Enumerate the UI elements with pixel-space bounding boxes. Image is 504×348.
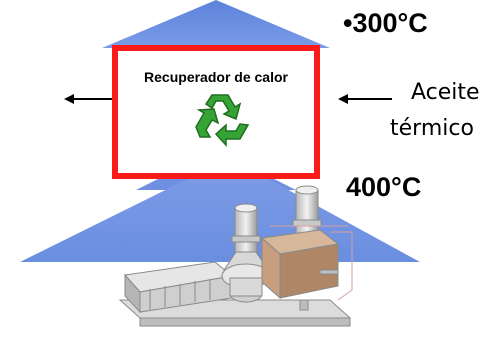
heat-recovery-label: Recuperador de calor: [144, 69, 288, 85]
temperature-bottom-label: 400°C: [346, 172, 422, 202]
oil-label-line1: Aceite: [411, 80, 480, 105]
upper-heat-cone: [102, 0, 330, 48]
oil-inlet-arrow-icon: [338, 94, 392, 104]
arrow-left-icon: [64, 94, 112, 104]
temperature-top-label: •300°C: [343, 8, 428, 38]
turbine-machinery-illustration: [118, 185, 353, 327]
oil-label-line2: térmico: [390, 116, 474, 141]
heat-recovery-box: Recuperador de calor: [112, 45, 320, 179]
recycle-icon: [195, 94, 250, 147]
